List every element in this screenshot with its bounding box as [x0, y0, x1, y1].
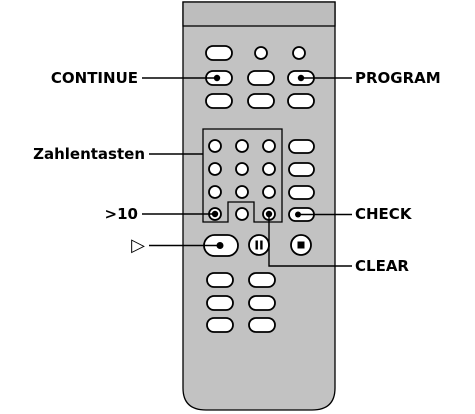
clear-leader: [268, 214, 352, 267]
number-key-2[interactable]: [235, 139, 249, 153]
row3-right-button[interactable]: [287, 93, 315, 109]
remote-body: [182, 1, 336, 411]
top-right-button[interactable]: [292, 46, 306, 60]
lower-button-1[interactable]: [206, 272, 234, 288]
number-key-1[interactable]: [208, 139, 222, 153]
number-key-7[interactable]: [208, 185, 222, 199]
label-number-keys: Zahlentasten: [33, 145, 145, 163]
row3-left-button[interactable]: [205, 93, 233, 109]
label-program: PROGRAM: [355, 69, 441, 87]
lower-button-5[interactable]: [206, 317, 234, 333]
label-clear: CLEAR: [355, 257, 409, 275]
lower-button-2[interactable]: [248, 272, 276, 288]
lower-button-3[interactable]: [206, 295, 234, 311]
label-continue: CONTINUE: [51, 69, 138, 87]
lower-button-6[interactable]: [248, 317, 276, 333]
leader-lines: [142, 77, 352, 267]
number-key-6[interactable]: [262, 162, 276, 176]
number-key-8[interactable]: [235, 185, 249, 199]
number-key-9[interactable]: [262, 185, 276, 199]
number-key-5[interactable]: [235, 162, 249, 176]
row2-middle-button[interactable]: [247, 70, 275, 86]
number-keys-frame: [202, 128, 283, 223]
pause-button[interactable]: [248, 234, 270, 256]
pause-icon-bar-right: [260, 240, 263, 250]
number-keys: [208, 139, 276, 221]
top-left-button[interactable]: [205, 45, 233, 61]
number-key-4[interactable]: [208, 162, 222, 176]
top-middle-button[interactable]: [254, 46, 268, 60]
lower-button-4[interactable]: [248, 295, 276, 311]
label-plus10: >10: [105, 205, 138, 223]
label-play-symbol: ▷: [131, 235, 145, 256]
label-check: CHECK: [355, 205, 413, 223]
pause-icon-bar-left: [255, 240, 258, 250]
row3-middle-button[interactable]: [247, 93, 275, 109]
right-pill-1[interactable]: [288, 139, 315, 154]
right-pill-3[interactable]: [288, 185, 315, 200]
right-pill-2[interactable]: [288, 162, 315, 177]
stop-icon: [297, 241, 305, 249]
number-key-3[interactable]: [262, 139, 276, 153]
number-key-0[interactable]: [235, 207, 249, 221]
